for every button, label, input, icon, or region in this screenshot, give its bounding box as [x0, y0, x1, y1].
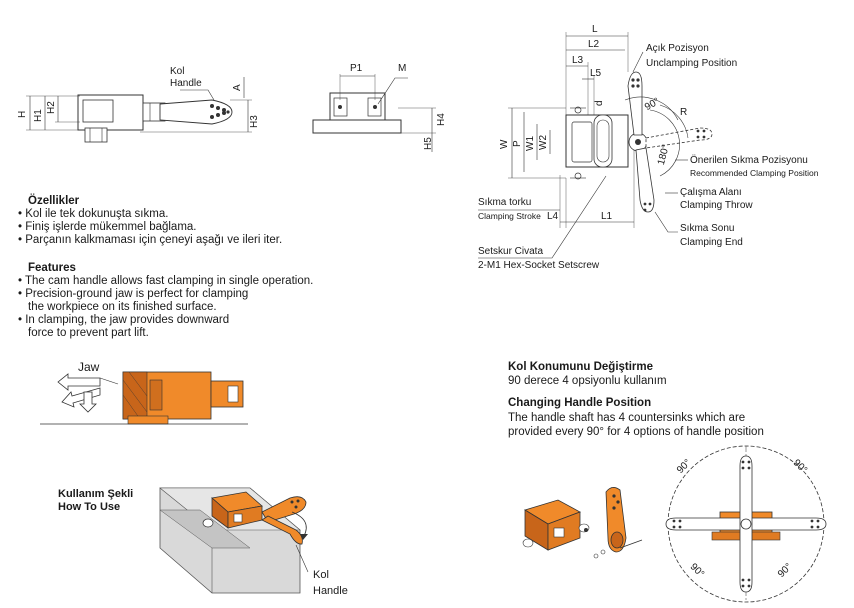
- features-tr-item: • Parçanın kalkmaması için çeneyi aşağı …: [18, 234, 283, 246]
- dim-L1: L1: [601, 211, 613, 222]
- features-en-item: the workpiece on its finished surface.: [28, 301, 217, 313]
- jaw-diagram: [40, 371, 248, 425]
- features-en-item: • The cam handle allows fast clamping in…: [18, 275, 314, 287]
- side-handle-label-en: Handle: [170, 78, 202, 89]
- handle-position-title-tr: Kol Konumunu Değiştirme: [508, 361, 654, 373]
- stroke-label-en: Clamping Stroke: [478, 211, 541, 221]
- handle-position-title-en: Changing Handle Position: [508, 397, 652, 409]
- usage-title-tr: Kullanım Şekli: [58, 488, 134, 500]
- dim-M: M: [398, 63, 407, 74]
- features-tr: Özellikler • Kol ile tek dokunuşta sıkma…: [18, 195, 438, 247]
- unclamping-label-en: Unclamping Position: [646, 58, 738, 69]
- end-view-drawing: [312, 74, 436, 152]
- features-en: Features • The cam handle allows fast cl…: [18, 262, 438, 340]
- jaw-label: Jaw: [78, 360, 100, 374]
- dim-L2: L2: [588, 39, 600, 50]
- recommended-label-en: Recommended Clamping Position: [690, 168, 819, 178]
- dim-L3: L3: [572, 55, 584, 66]
- top-view-drawing: [478, 32, 713, 259]
- throw-label-en: Clamping Throw: [680, 200, 753, 211]
- unclamping-label-tr: Açık Pozisyon: [646, 43, 709, 54]
- side-handle-label-tr: Kol: [170, 66, 185, 77]
- handle-position-desc-en-1: The handle shaft has 4 countersinks whic…: [508, 412, 746, 424]
- recommended-label-tr: Önerilen Sıkma Pozisyonu: [690, 155, 808, 166]
- exploded-clamp-illustration: [522, 487, 643, 559]
- end-label-en: Clamping End: [680, 237, 743, 248]
- features-en-item: • In clamping, the jaw provides downward: [18, 314, 230, 326]
- dim-P1: P1: [350, 63, 363, 74]
- dim-R: R: [680, 107, 688, 118]
- features-en-item: • Precision-ground jaw is perfect for cl…: [18, 288, 249, 300]
- setscrew-label-en: 2-M1 Hex-Socket Setscrew: [478, 260, 600, 271]
- stroke-label-tr: Sıkma torku: [478, 197, 532, 208]
- dim-L4: L4: [547, 211, 559, 222]
- handle-position-desc-tr: 90 derece 4 opsiyonlu kullanım: [508, 375, 667, 387]
- setscrew-label-tr: Setskur Civata: [478, 246, 544, 257]
- features-en-item: force to prevent part lift.: [28, 327, 149, 339]
- features-en-title: Features: [28, 262, 76, 274]
- throw-label-tr: Çalışma Alanı: [680, 187, 742, 198]
- features-tr-item: • Finiş işlerde mükemmel bağlama.: [18, 221, 197, 233]
- usage-title-en: How To Use: [58, 501, 121, 513]
- features-tr-title: Özellikler: [28, 195, 80, 207]
- usage-handle-tr: Kol: [313, 569, 329, 581]
- usage-handle-en: Handle: [313, 585, 348, 597]
- side-view-drawing: [26, 77, 252, 143]
- handle-position-desc-en-2: provided every 90° for 4 options of hand…: [508, 426, 764, 438]
- dim-L5: L5: [590, 68, 602, 79]
- dim-L: L: [592, 24, 598, 35]
- usage-illustration: [159, 487, 309, 594]
- end-label-tr: Sıkma Sonu: [680, 223, 735, 234]
- features-tr-item: • Kol ile tek dokunuşta sıkma.: [18, 208, 169, 220]
